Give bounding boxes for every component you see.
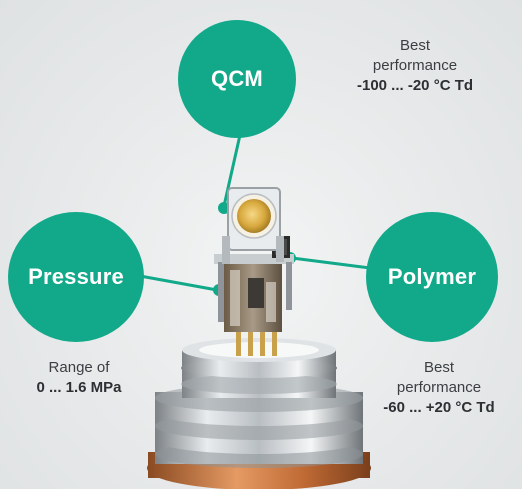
pressure-caption: Range of 0 ... 1.6 MPa xyxy=(14,358,144,398)
qcm-caption: Best performance -100 ... -20 °C Td xyxy=(330,36,500,96)
qcm-bubble: QCM xyxy=(178,20,296,138)
polymer-bubble: Polymer xyxy=(366,212,498,342)
pressure-bubble: Pressure xyxy=(8,212,144,342)
pressure-label: Pressure xyxy=(28,264,124,289)
sensor-board xyxy=(214,254,294,332)
polymer-caption-line2: performance xyxy=(396,379,482,396)
pins xyxy=(236,320,277,356)
qcm-caption-line2: performance xyxy=(372,57,458,74)
qcm-caption-line1: Best xyxy=(399,37,430,54)
polymer-caption: Best performance -60 ... +20 °C Td xyxy=(356,358,522,418)
qcm-label: QCM xyxy=(211,66,263,91)
pressure-caption-value: 0 ... 1.6 MPa xyxy=(36,379,122,396)
qcm-caption-value: -100 ... -20 °C Td xyxy=(356,77,474,94)
qcm-crystal xyxy=(222,187,284,264)
pressure-caption-line1: Range of xyxy=(48,359,110,376)
polymer-caption-value: -60 ... +20 °C Td xyxy=(383,399,495,416)
polymer-label: Polymer xyxy=(387,264,477,289)
polymer-caption-line1: Best xyxy=(423,359,454,376)
threaded-base xyxy=(147,338,371,489)
